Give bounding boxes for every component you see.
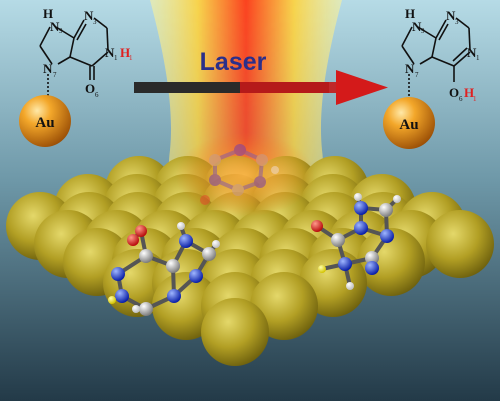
reaction-arrow: [134, 70, 388, 105]
svg-text:6: 6: [459, 95, 463, 103]
left-structural-formula: H N 9 N 3 N 1 H 1 N 7 O 6: [39, 6, 133, 99]
right-gold-nanoparticle: Au: [383, 97, 435, 149]
svg-text:N: N: [446, 8, 456, 23]
svg-text:N: N: [412, 19, 422, 34]
svg-text:3: 3: [93, 18, 97, 26]
svg-text:N: N: [84, 8, 94, 23]
laser-spot-glow: [175, 133, 315, 217]
gold-surface: [6, 156, 494, 366]
svg-text:N: N: [43, 61, 53, 76]
svg-text:H: H: [464, 85, 474, 100]
svg-text:7: 7: [53, 71, 57, 79]
molecule-3d-left: [108, 222, 220, 316]
right-structural-formula: H N 9 N 3 N 1 N 7 O 6 H 1: [401, 6, 480, 103]
laser-label: Laser: [200, 48, 267, 76]
surface-gold-atom: [357, 228, 425, 296]
right-au-label: Au: [399, 117, 418, 133]
svg-text:1: 1: [114, 54, 118, 62]
svg-text:O: O: [85, 81, 95, 96]
surface-gold-atom: [201, 298, 269, 366]
svg-text:7: 7: [415, 71, 419, 79]
svg-text:N: N: [50, 19, 60, 34]
svg-text:6: 6: [95, 91, 99, 99]
svg-text:N: N: [467, 45, 477, 60]
svg-text:O: O: [449, 85, 459, 100]
svg-text:H: H: [43, 6, 53, 21]
svg-text:9: 9: [59, 27, 63, 35]
surface-gold-atom: [426, 210, 494, 278]
svg-text:H: H: [120, 45, 130, 60]
svg-text:N: N: [105, 45, 115, 60]
svg-text:H: H: [405, 6, 415, 21]
left-gold-nanoparticle: Au: [19, 95, 71, 147]
left-au-label: Au: [35, 115, 54, 131]
svg-text:N: N: [405, 61, 415, 76]
svg-text:1: 1: [473, 95, 477, 103]
svg-text:3: 3: [455, 18, 459, 26]
svg-text:1: 1: [129, 54, 133, 62]
svg-text:9: 9: [421, 27, 425, 35]
molecule-3d-right: [311, 193, 401, 290]
svg-text:1: 1: [476, 54, 480, 62]
excited-molecule: [200, 144, 279, 205]
